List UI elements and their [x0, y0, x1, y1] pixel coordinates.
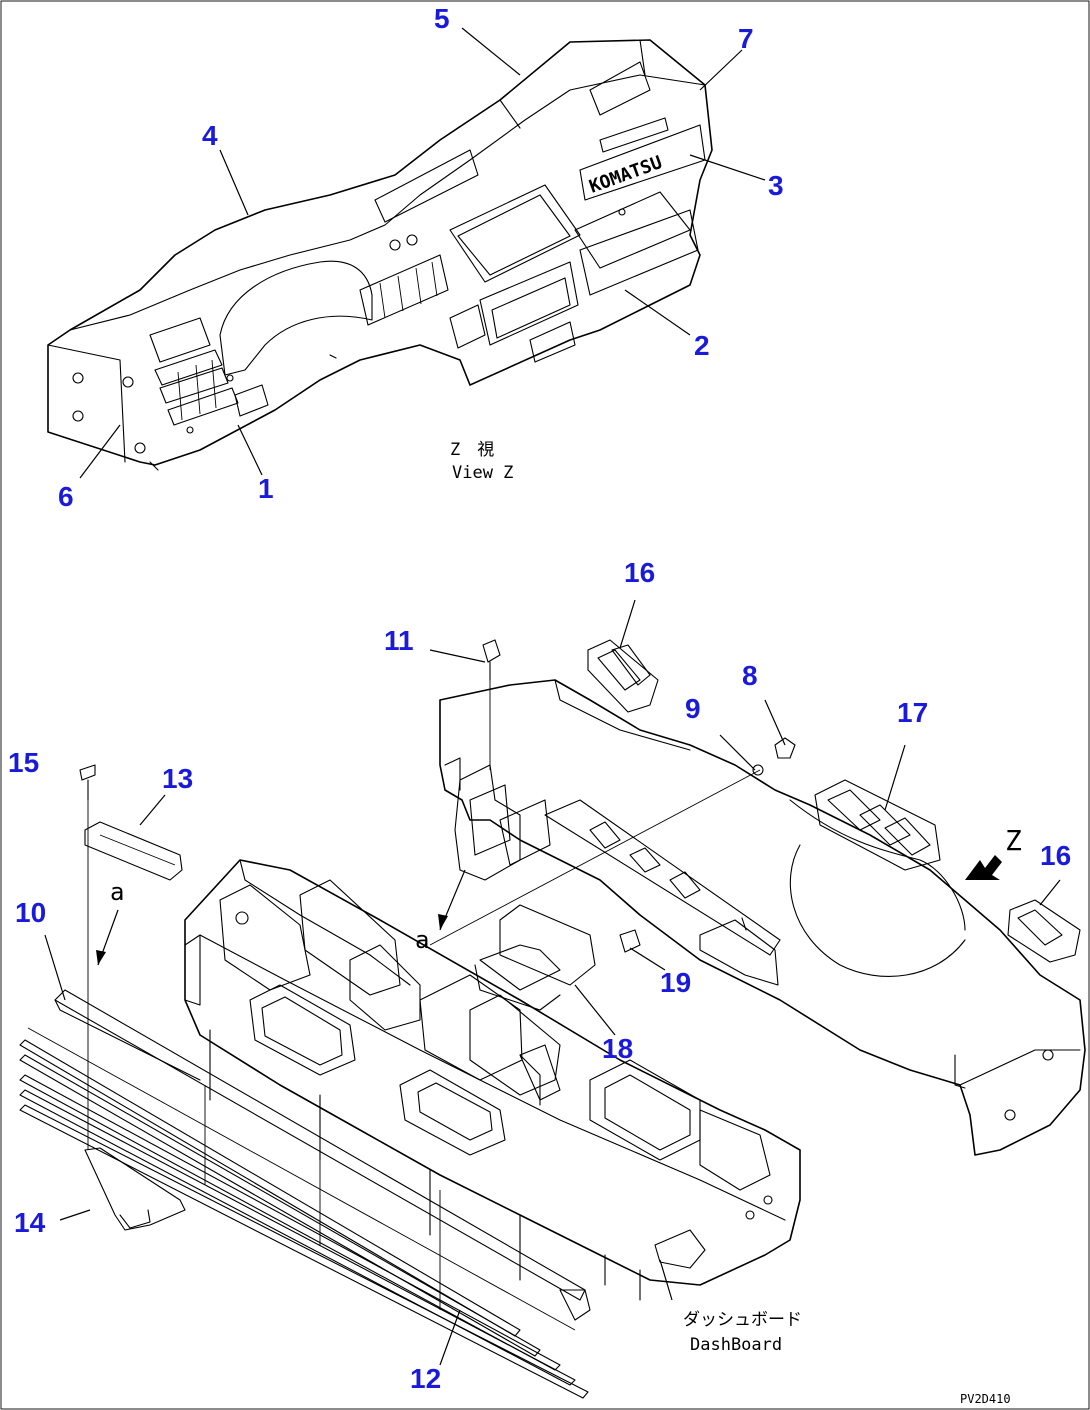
view-z-cover-assembly: KOMATSU [47, 39, 713, 471]
callout-18: 18 [602, 1033, 633, 1064]
callout-16-right: 16 [1040, 840, 1071, 871]
callout-19: 19 [660, 967, 691, 998]
drawing-code: PV2D410 [960, 1392, 1011, 1406]
leaders-top [79, 27, 766, 479]
view-z-arrow [965, 855, 1002, 880]
dashboard-frame [184, 859, 801, 1301]
brand-badge-text: KOMATSU [587, 152, 665, 198]
ref-letter-a-center: a [415, 926, 429, 954]
callout-5: 5 [434, 3, 450, 34]
view-marker-z: Z [1005, 824, 1022, 857]
rear-cover [439, 679, 1086, 1156]
callout-14: 14 [14, 1207, 46, 1238]
trim-strip [84, 821, 183, 881]
callout-1: 1 [258, 473, 274, 504]
callout-3: 3 [768, 170, 784, 201]
reference-arrows [96, 769, 761, 966]
leaders-bottom [44, 599, 1061, 1366]
callout-15: 15 [8, 747, 39, 778]
callout-6: 6 [58, 481, 74, 512]
callout-11: 11 [384, 625, 414, 656]
dashboard-label-line2: DashBoard [690, 1335, 782, 1355]
callout-9: 9 [685, 693, 701, 724]
ref-letter-a-left: a [110, 878, 124, 906]
callout-13: 13 [162, 763, 193, 794]
dashboard-label-line1: ダッシュボード [683, 1310, 802, 1330]
callout-17: 17 [897, 697, 928, 728]
lower-grille [19, 989, 591, 1399]
callout-2: 2 [694, 330, 710, 361]
callout-12: 12 [410, 1363, 441, 1394]
view-caption-line1: Z 視 [450, 440, 494, 460]
callout-4: 4 [202, 120, 218, 151]
callout-16-top: 16 [624, 557, 655, 588]
callout-7: 7 [738, 23, 754, 54]
callout-10: 10 [15, 897, 46, 928]
view-caption-line2: View Z [452, 463, 513, 483]
air-vents [587, 639, 1081, 963]
callout-8: 8 [742, 660, 758, 691]
